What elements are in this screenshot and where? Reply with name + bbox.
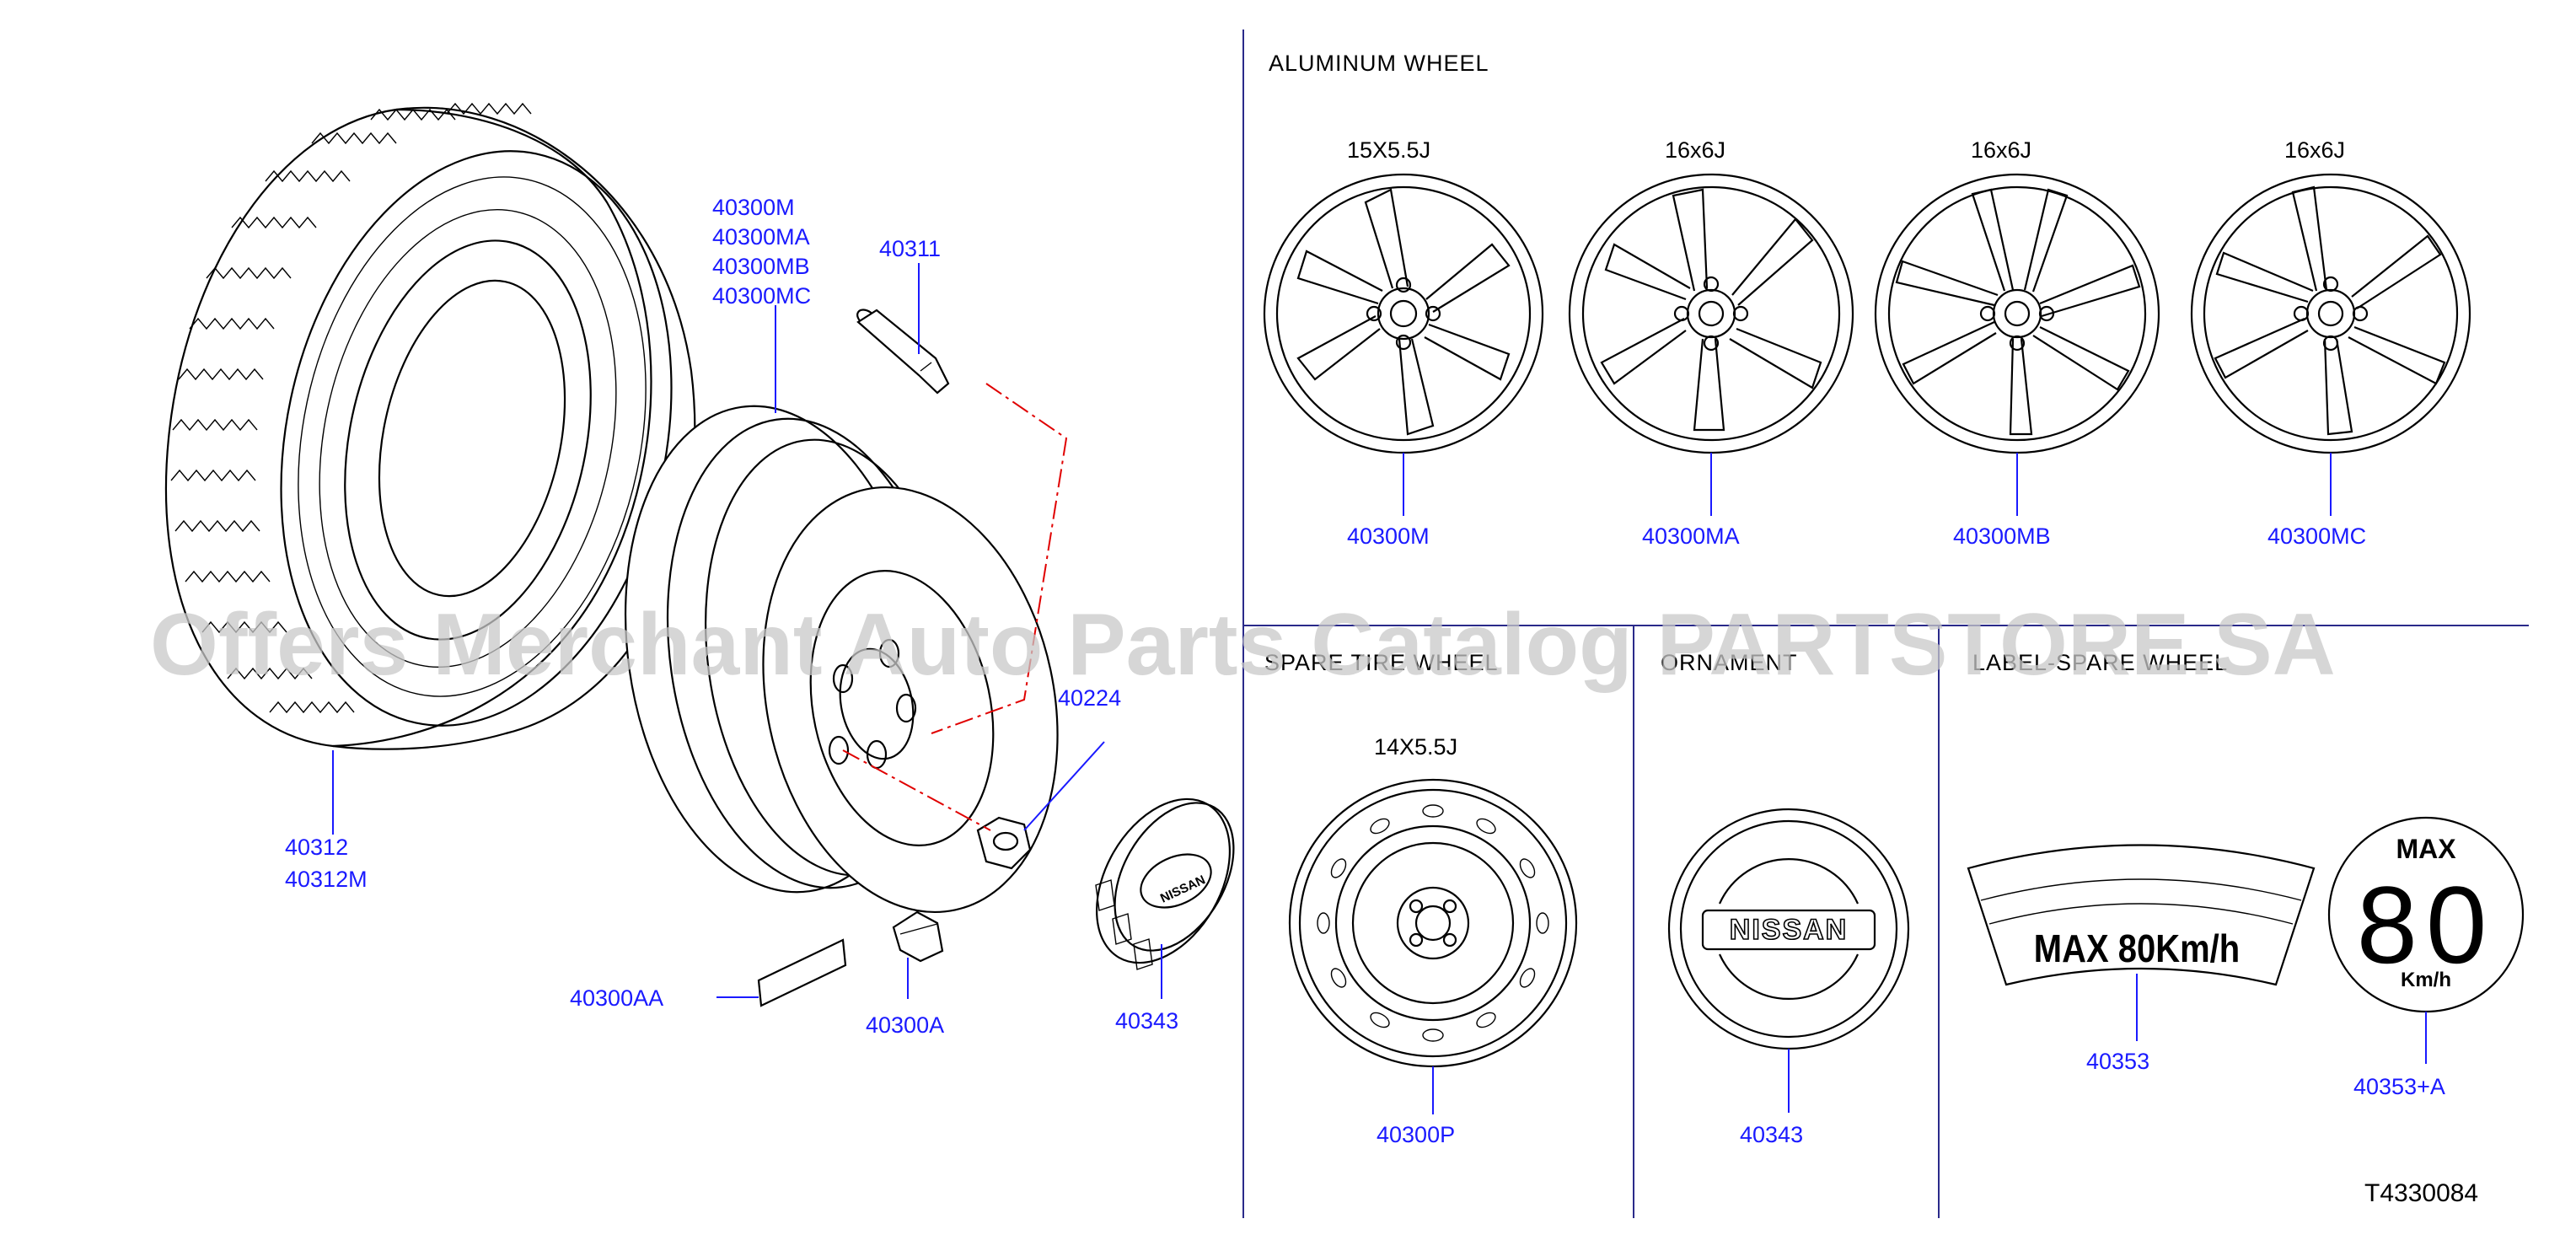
balance-weight-clip[interactable] [892,910,944,963]
aluminum-wheel-4[interactable] [2190,173,2471,454]
section-separators [1242,30,2529,1218]
watermark-text: Offers Merchant Auto Parts Catalog PARTS… [150,596,2336,694]
ornament-logo-text: NISSAN [1730,914,1848,946]
callout-leaders-left [332,263,1162,999]
callout-weight-a[interactable]: 40300A [866,1012,944,1038]
wheel-illustration[interactable] [595,386,1095,939]
size-alu2: 16x6J [1665,137,1725,163]
tire-illustration[interactable] [164,102,722,762]
callout-40300MC[interactable]: 40300MC [712,283,811,309]
size-alu4: 16x6J [2284,137,2345,163]
callout-tire[interactable]: 40312 [285,835,348,860]
section-title-label: LABEL-SPARE WHEEL [1972,650,2228,675]
spare-steel-wheel[interactable] [1288,778,1578,1068]
alu4-spokes [2214,185,2446,436]
size-alu1: 15X5.5J [1347,137,1430,163]
center-cap[interactable]: NISSAN [1070,776,1258,986]
alu1-spokes [1296,188,1511,436]
callout-ornament[interactable]: 40343 [1740,1122,1803,1147]
callout-cap[interactable]: 40343 [1115,1008,1178,1034]
callout-label-round[interactable]: 40353+A [2353,1074,2445,1099]
aluminum-wheel-3[interactable] [1874,173,2160,454]
callout-alu3[interactable]: 40300MB [1953,523,2051,549]
alu2-spokes [1600,188,1822,432]
callout-spare-wheel[interactable]: 40300P [1377,1122,1455,1147]
callout-tire-m[interactable]: 40312M [285,867,368,892]
callout-40300MA[interactable]: 40300MA [712,224,810,250]
ornament-emblem[interactable]: NISSAN [1667,808,1910,1050]
tread-pattern [170,102,532,714]
diagram-code: T4330084 [2364,1179,2478,1207]
callout-40300MB[interactable]: 40300MB [712,254,810,279]
section-title-spare: SPARE TIRE WHEEL [1264,650,1499,675]
callouts-left: 40300M 40300MA 40300MB 40300MC 40311 402… [285,195,1178,1038]
round-label-max: MAX [2396,834,2456,864]
size-spare: 14X5.5J [1374,734,1457,760]
ornament-group: NISSAN 40343 [1667,808,1910,1147]
balance-weight-adhesive[interactable] [757,938,847,1007]
callout-alu4[interactable]: 40300MC [2267,523,2366,549]
section-title-aluminum: ALUMINUM WHEEL [1269,51,1489,76]
size-alu3: 16x6J [1971,137,2031,163]
round-speed-label[interactable]: MAX 80 Km/h [2327,816,2525,1013]
aluminum-wheel-1[interactable] [1263,173,1544,454]
curved-label-text: MAX 80Km/h [2034,927,2240,970]
alu3-spokes [1895,188,2141,436]
round-label-unit: Km/h [2401,969,2451,991]
round-label-number: 80 [2357,863,2496,986]
section-title-ornament: ORNAMENT [1661,650,1798,675]
callout-40300M[interactable]: 40300M [712,195,795,220]
curved-speed-label[interactable]: MAX 80Km/h [1967,844,2316,986]
aluminum-wheels: 15X5.5J 16x6J 16x6J 16x6J [1263,137,2471,549]
spare-wheel-group: 14X5.5J [1288,734,1578,1147]
aluminum-wheel-2[interactable] [1568,173,1854,454]
assembly-chain-lines [842,383,1068,831]
wheel-nut[interactable] [976,816,1032,870]
label-group: MAX 80Km/h 40353 MAX 80 Km/h 40353+A [1967,816,2525,1099]
callout-label-curved[interactable]: 40353 [2086,1049,2149,1074]
callout-alu1[interactable]: 40300M [1347,523,1430,549]
callout-alu2[interactable]: 40300MA [1642,523,1740,549]
valve-stem[interactable] [855,307,950,395]
callout-nut[interactable]: 40224 [1058,685,1121,711]
callout-weight-aa[interactable]: 40300AA [570,985,663,1011]
callout-valve[interactable]: 40311 [879,236,941,261]
spare-vent-holes [1317,804,1549,1042]
